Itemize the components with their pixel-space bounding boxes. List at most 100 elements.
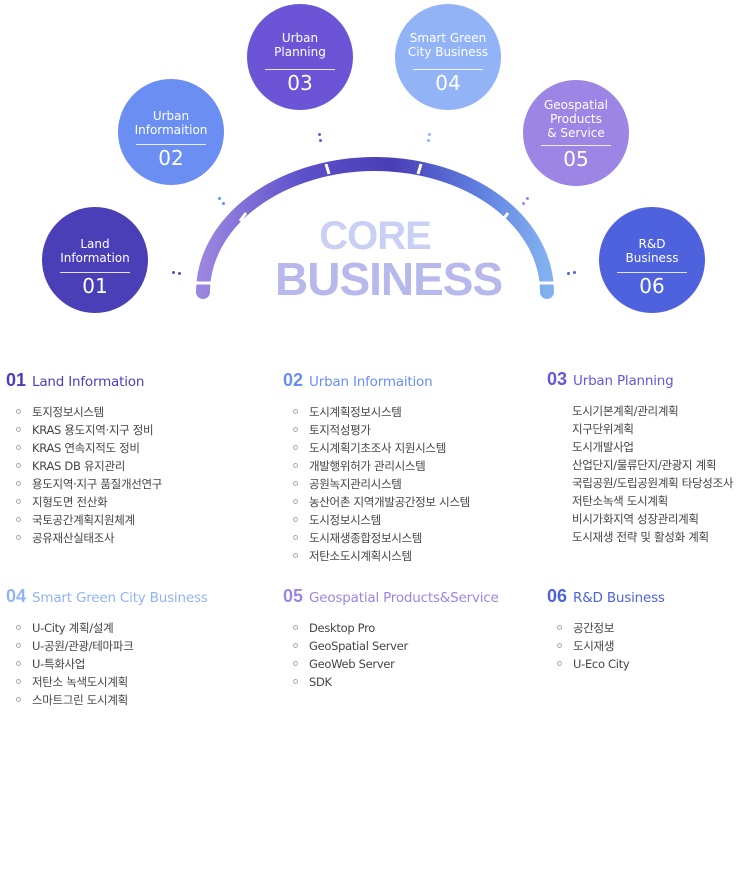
- circle-divider: [60, 272, 130, 273]
- bullet-icon: [16, 679, 21, 684]
- list-item: U-City 계획/설계: [6, 619, 208, 637]
- circle-divider: [541, 145, 611, 146]
- list-item: 개발행위허가 관리시스템: [283, 457, 470, 475]
- list-item-label: 도시기본계획/관리계획: [572, 404, 679, 418]
- connector-dot: [218, 197, 221, 200]
- connector-dot: [427, 139, 430, 142]
- list-item: SDK: [283, 673, 499, 691]
- list-item-label: SDK: [309, 675, 332, 689]
- list-item: 국립공원/도립공원계획 타당성조사: [547, 474, 733, 492]
- section-title: R&D Business: [573, 590, 665, 606]
- list-item: KRAS DB 유지관리: [6, 457, 162, 475]
- circle-title: Urban Planning: [274, 31, 326, 59]
- list-item-label: 스마트그린 도시계획: [32, 693, 128, 707]
- connector-dot: [319, 139, 322, 142]
- list-item-label: U-City 계획/설계: [32, 621, 114, 635]
- list-item-label: 공간정보: [573, 621, 615, 635]
- circle-number: 03: [287, 71, 313, 95]
- circle-title: Geospatial Products & Service: [544, 98, 608, 140]
- list-item: KRAS 연속지적도 정비: [6, 439, 162, 457]
- bullet-icon: [557, 643, 562, 648]
- connector-dot: [222, 202, 225, 205]
- connector-dot: [318, 133, 321, 136]
- bullet-icon: [293, 481, 298, 486]
- list-item: 도시재생종합정보시스템: [283, 529, 470, 547]
- section-number: 05: [283, 586, 304, 606]
- section-number: 02: [283, 370, 304, 390]
- list-item-label: 비시가화지역 성장관리계획: [572, 512, 699, 526]
- list-item-label: GeoWeb Server: [309, 657, 395, 671]
- connector-dot: [178, 272, 181, 275]
- list-item: GeoSpatial Server: [283, 637, 499, 655]
- circle-number: 01: [82, 274, 108, 298]
- circle-title: Urban Informaition: [134, 109, 208, 137]
- core-arc: [196, 157, 554, 299]
- list-item: 비시가화지역 성장관리계획: [547, 510, 733, 528]
- circle-title: R&D Business: [625, 237, 679, 265]
- list-item-label: 도시계획기초조사 지원시스템: [309, 441, 446, 455]
- circle-land-information: Land Information 01: [42, 207, 148, 313]
- bullet-icon: [16, 535, 21, 540]
- bullet-icon: [293, 517, 298, 522]
- core-title-line2: BUSINESS: [275, 253, 503, 305]
- bullet-icon: [293, 553, 298, 558]
- list-item: 공유재산실태조사: [6, 529, 162, 547]
- list-item-label: 용도지역·지구 품질개선연구: [32, 477, 163, 491]
- bullet-icon: [16, 625, 21, 630]
- bullet-icon: [293, 445, 298, 450]
- bullet-icon: [16, 409, 21, 414]
- list-item-label: 도시개발사업: [572, 440, 634, 454]
- circle-divider: [413, 69, 483, 70]
- list-item: 도시계획기초조사 지원시스템: [283, 439, 470, 457]
- bullet-icon: [293, 625, 298, 630]
- circle-title: Smart Green City Business: [407, 31, 489, 59]
- list-item: KRAS 용도지역·지구 정비: [6, 421, 162, 439]
- bullet-icon: [293, 409, 298, 414]
- section-title: Geospatial Products&Service: [309, 590, 499, 606]
- bullet-icon: [16, 517, 21, 522]
- list-item-label: U-Eco City: [573, 657, 630, 671]
- list-item: 저탄소녹색 도시계획: [547, 492, 733, 510]
- bullet-icon: [16, 463, 21, 468]
- list-item: 산업단지/물류단지/관광지 계획: [547, 456, 733, 474]
- bullet-icon: [16, 445, 21, 450]
- list-item: 저탄소 녹색도시계획: [6, 673, 208, 691]
- section-title: Land Information: [32, 374, 145, 390]
- list-item-label: 산업단지/물류단지/관광지 계획: [572, 458, 717, 472]
- circle-divider: [265, 69, 335, 70]
- list-item-label: 도시재생종합정보시스템: [309, 531, 423, 545]
- list-item: 도시정보시스템: [283, 511, 470, 529]
- section-title: Smart Green City Business: [32, 590, 208, 606]
- bullet-icon: [16, 427, 21, 432]
- circle-number: 06: [639, 274, 665, 298]
- circle-rd-business: R&D Business 06: [599, 207, 705, 313]
- bullet-icon: [293, 679, 298, 684]
- list-item-label: KRAS 연속지적도 정비: [32, 441, 140, 455]
- connector-dot: [172, 271, 175, 274]
- core-business-diagram: CORE BUSINESS Land Information 01 Urban …: [0, 0, 750, 330]
- list-item-label: KRAS DB 유지관리: [32, 459, 126, 473]
- section-number: 01: [6, 370, 27, 390]
- list-item-label: 저탄소도시계획시스템: [309, 549, 412, 563]
- list-item: 도시개발사업: [547, 438, 733, 456]
- circle-smart-green-city-business: Smart Green City Business 04: [395, 4, 501, 110]
- circle-number: 02: [158, 146, 184, 170]
- section-number: 04: [6, 586, 27, 606]
- bullet-icon: [293, 463, 298, 468]
- bullet-icon: [16, 643, 21, 648]
- list-item-label: 개발행위허가 관리시스템: [309, 459, 426, 473]
- bullet-icon: [16, 499, 21, 504]
- circle-number: 04: [435, 71, 461, 95]
- bullet-icon: [293, 535, 298, 540]
- list-item: 국토공간계획지원체계: [6, 511, 162, 529]
- list-item: 공원녹지관리시스템: [283, 475, 470, 493]
- list-item: U-Eco City: [547, 655, 665, 673]
- list-item-label: 저탄소녹색 도시계획: [572, 494, 668, 508]
- list-item-label: Desktop Pro: [309, 621, 376, 635]
- list-item-label: 도시재생 전략 및 활성화 계획: [572, 530, 709, 544]
- bullet-icon: [293, 661, 298, 666]
